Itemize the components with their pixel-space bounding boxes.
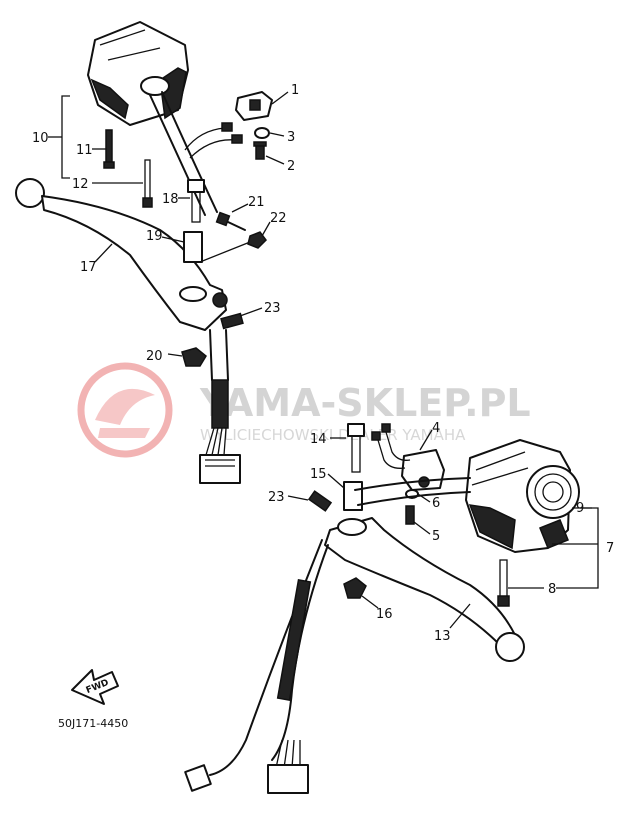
callout-3: 3: [287, 130, 295, 145]
fwd-arrow-icon: [71, 669, 119, 705]
callout-21: 21: [248, 195, 265, 210]
callout-12: 12: [72, 177, 89, 192]
clutch-switch-part-1: [235, 91, 273, 121]
callout-17: 17: [80, 260, 97, 275]
clutch-lever-part-17: [15, 178, 228, 331]
callout-10: 10: [32, 131, 49, 146]
bolt-part-21: [215, 211, 246, 231]
socket-bolt-part-14: [347, 423, 365, 473]
diagram-code: 50J171-4450: [58, 717, 128, 730]
washer-part-3: [254, 127, 270, 139]
spacer-part-15: [343, 481, 363, 511]
callout-16: 16: [376, 607, 393, 622]
spring-part-23-upper: [220, 312, 244, 330]
spring-part-23-lower: [307, 490, 333, 512]
callout-6: 6: [432, 496, 440, 511]
right-switch-housing: [465, 439, 580, 553]
callout-9: 9: [576, 501, 584, 516]
callout-11: 11: [76, 143, 93, 158]
left-wire-harness: [199, 329, 241, 484]
callout-22: 22: [270, 211, 287, 226]
socket-bolt-part-18: [187, 179, 205, 223]
callout-1: 1: [291, 83, 299, 98]
bolt-part-8: [497, 559, 510, 607]
callout-7: 7: [606, 541, 614, 556]
callout-13: 13: [434, 629, 451, 644]
watermark-subtitle: WYLICIECHOWSKI DEALER YAMAHA: [200, 426, 466, 444]
nut-part-16: [343, 577, 367, 599]
callout-18: 18: [162, 192, 179, 207]
callout-labels: 1 3 2 10 11 12 18 21 22 19 17 23 20 4 14…: [32, 83, 614, 644]
callout-23-lower: 23: [268, 490, 285, 505]
brake-lever-part-13: [324, 517, 525, 662]
callout-4: 4: [432, 421, 440, 436]
callout-8: 8: [548, 582, 556, 597]
callout-19: 19: [146, 229, 163, 244]
callout-20: 20: [146, 349, 163, 364]
callout-23-upper: 23: [264, 301, 281, 316]
callout-2: 2: [287, 159, 295, 174]
bolt-part-11: [103, 129, 115, 169]
nut-part-22: [247, 231, 267, 249]
callout-5: 5: [432, 529, 440, 544]
nut-part-20: [181, 347, 207, 367]
left-switch-housing: [87, 21, 189, 126]
watermark-logo: [77, 362, 173, 458]
spacer-part-19: [183, 231, 203, 263]
screw-part-5: [405, 505, 415, 525]
callout-14: 14: [310, 432, 327, 447]
watermark-title: YAMA-SKLEP.PL: [199, 381, 531, 425]
right-wire-harness: [184, 539, 329, 794]
screw-part-12: [142, 159, 153, 208]
screw-part-2: [253, 141, 267, 160]
callout-15: 15: [310, 467, 327, 482]
